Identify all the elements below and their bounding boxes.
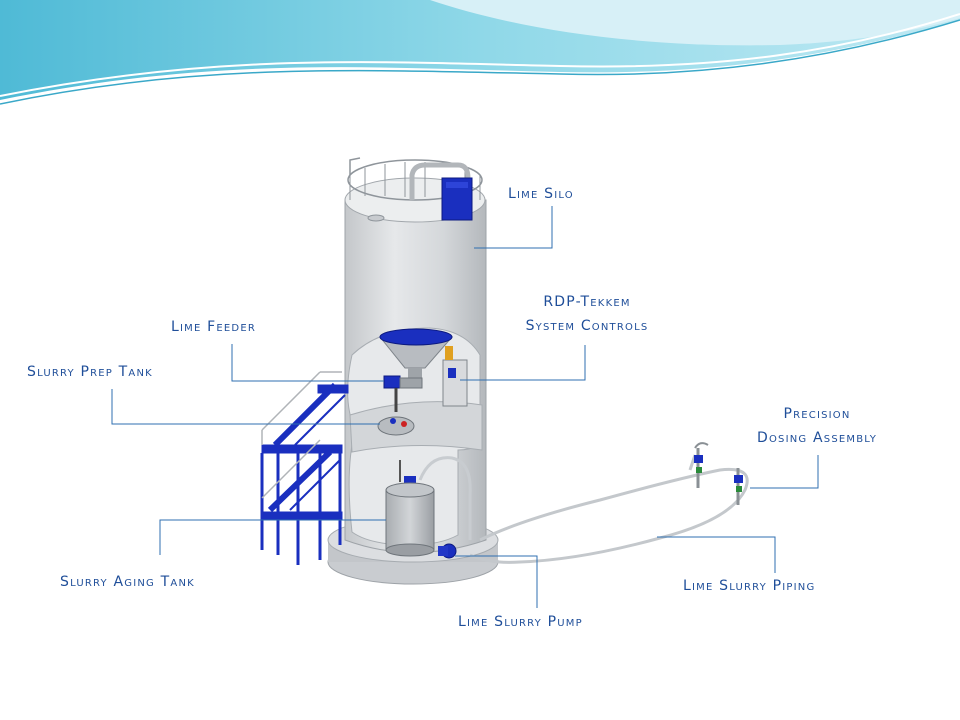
system-controls-panel (442, 359, 468, 407)
slurry-aging-tank (385, 489, 435, 551)
leader-lime-feeder (231, 344, 384, 382)
leader-lime-slurry-pump (455, 555, 538, 608)
label-slurry-aging-tank: Slurry Aging Tank (60, 574, 195, 590)
label-system-controls: System Controls (525, 318, 649, 334)
leader-system-controls (460, 345, 586, 381)
label-slurry-prep-tank: Slurry Prep Tank (27, 364, 153, 380)
label-lime-feeder: Lime Feeder (171, 319, 257, 335)
leader-lime-silo (474, 206, 553, 249)
precision-dosing-assembly (694, 442, 743, 505)
label-lime-slurry-pump: Lime Slurry Pump (458, 614, 583, 630)
label-precision: Precision (783, 406, 851, 422)
leader-precision-dosing (750, 455, 819, 489)
slurry-prep-tank (377, 416, 415, 436)
leader-slurry-aging-tank (159, 519, 386, 555)
header-banner (0, 0, 960, 105)
access-stairs (260, 371, 349, 565)
fill-pipe (409, 162, 471, 200)
lime-slurry-pump (438, 543, 457, 559)
silo-cutaway (347, 327, 483, 559)
leader-lime-slurry-piping (657, 536, 776, 573)
label-rdp-tekkem: RDP-Tekkem (543, 294, 631, 310)
label-dosing-assembly: Dosing Assembly (756, 430, 878, 446)
lime-slurry-piping (469, 467, 749, 564)
roof-railing (347, 159, 483, 201)
leader-slurry-prep-tank (111, 389, 380, 425)
label-lime-silo: Lime Silo (508, 186, 574, 202)
leader-lines (111, 206, 819, 608)
label-lime-slurry-piping: Lime Slurry Piping (683, 578, 816, 594)
lime-feeder-unit (383, 375, 401, 389)
